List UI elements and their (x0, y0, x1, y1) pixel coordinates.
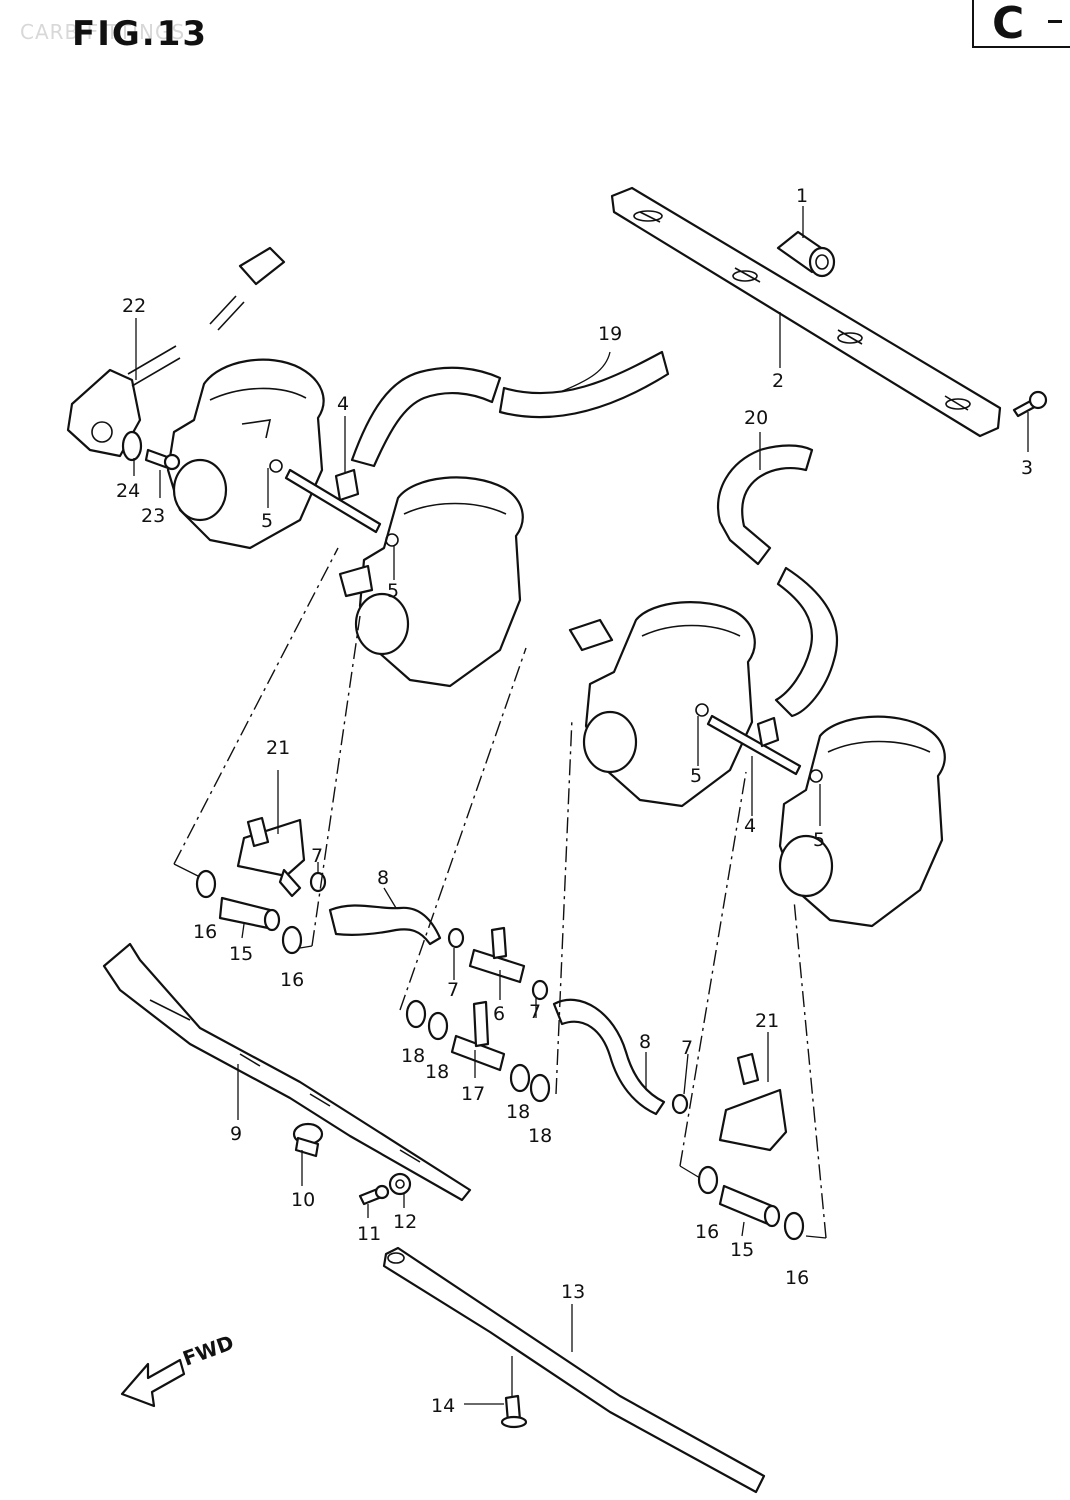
callout-1: 1 (796, 185, 808, 207)
screw-11 (358, 1184, 390, 1206)
callout-21-upper: 21 (266, 737, 290, 759)
callout-16-b: 16 (280, 969, 304, 991)
bracket-bolt (1012, 390, 1048, 418)
callout-23: 23 (141, 505, 165, 527)
fuel-joint-4-lower (706, 714, 802, 776)
washer-12 (388, 1172, 412, 1196)
carburetor-2 (338, 476, 524, 688)
tee-joint-17 (450, 1000, 506, 1072)
callout-12: 12 (393, 1211, 417, 1233)
callout-16-c: 16 (695, 1221, 719, 1243)
callout-11: 11 (357, 1223, 381, 1245)
callout-5-d: 5 (813, 829, 825, 851)
callout-20: 20 (744, 407, 768, 429)
callout-3: 3 (1021, 457, 1033, 479)
callout-16-d: 16 (785, 1267, 809, 1289)
fuel-joint-4-upper (284, 468, 382, 534)
callout-4-lower: 4 (744, 815, 756, 837)
callout-18-c: 18 (506, 1101, 530, 1123)
vent-hose-20 (717, 444, 839, 718)
lower-bracket-9 (102, 942, 472, 1202)
fwd-arrow-icon (120, 1358, 186, 1408)
fuel-joint-21-lower (718, 1052, 788, 1152)
callout-24: 24 (116, 480, 140, 502)
carburetor-4 (778, 715, 946, 928)
carburetor-1 (166, 358, 325, 550)
callout-17: 17 (461, 1083, 485, 1105)
callout-18-a: 18 (401, 1045, 425, 1067)
callout-8-left: 8 (377, 867, 389, 889)
bolt-14 (500, 1394, 528, 1429)
screw-23 (144, 448, 181, 471)
callout-5-b: 5 (387, 580, 399, 602)
callout-5-a: 5 (261, 510, 273, 532)
callout-7-b: 7 (447, 979, 459, 1001)
callout-4-upper: 4 (337, 393, 349, 415)
carb-top-bracket (610, 186, 1002, 438)
fuel-filter-15-upper (218, 896, 281, 932)
fuel-filter-15-lower (718, 1184, 781, 1228)
callout-10: 10 (291, 1189, 315, 1211)
callout-7-c: 7 (529, 1001, 541, 1023)
callout-22: 22 (122, 295, 146, 317)
fuel-joint-21-upper (236, 816, 306, 898)
callout-16-a: 16 (193, 921, 217, 943)
callout-8-right: 8 (639, 1031, 651, 1053)
faded-section-title: CARB FITTINGS (20, 20, 186, 44)
bottom-bracket-13 (382, 1246, 766, 1494)
callout-labels: 1 2 3 4 4 5 5 5 5 6 7 7 7 7 8 8 9 10 11 … (116, 185, 1033, 1417)
hose-8-right (552, 998, 666, 1116)
page-code-box: C (972, 0, 1070, 49)
callout-18-b: 18 (425, 1061, 449, 1083)
callout-15-lower: 15 (730, 1239, 754, 1261)
throttle-sensor-22 (66, 246, 286, 458)
o-ring-24 (121, 430, 143, 462)
callout-7-a: 7 (311, 845, 323, 867)
callout-9: 9 (230, 1123, 242, 1145)
callout-14: 14 (431, 1395, 455, 1417)
callout-5-c: 5 (690, 765, 702, 787)
tee-joint-6 (468, 926, 526, 984)
page-code-letter: C (992, 0, 1025, 49)
callout-2: 2 (772, 370, 784, 392)
callout-19: 19 (598, 323, 622, 345)
callout-18-d: 18 (528, 1125, 552, 1147)
callout-21-lower: 21 (755, 1010, 779, 1032)
callout-7-d: 7 (681, 1037, 693, 1059)
callout-13: 13 (561, 1281, 585, 1303)
leader-lines (133, 206, 1029, 1405)
direction-label: FWD (180, 1330, 237, 1370)
callout-6: 6 (493, 1003, 505, 1025)
damper-10 (292, 1122, 324, 1158)
collar-part (776, 230, 836, 278)
assembly-lines (173, 547, 827, 1239)
figure-title: FIG.13 (72, 14, 209, 54)
hose-8-left (328, 904, 442, 946)
page-code-dash (1048, 20, 1062, 23)
callout-15-upper: 15 (229, 943, 253, 965)
carburetor-3 (568, 601, 756, 808)
vent-hose-19 (350, 350, 670, 468)
